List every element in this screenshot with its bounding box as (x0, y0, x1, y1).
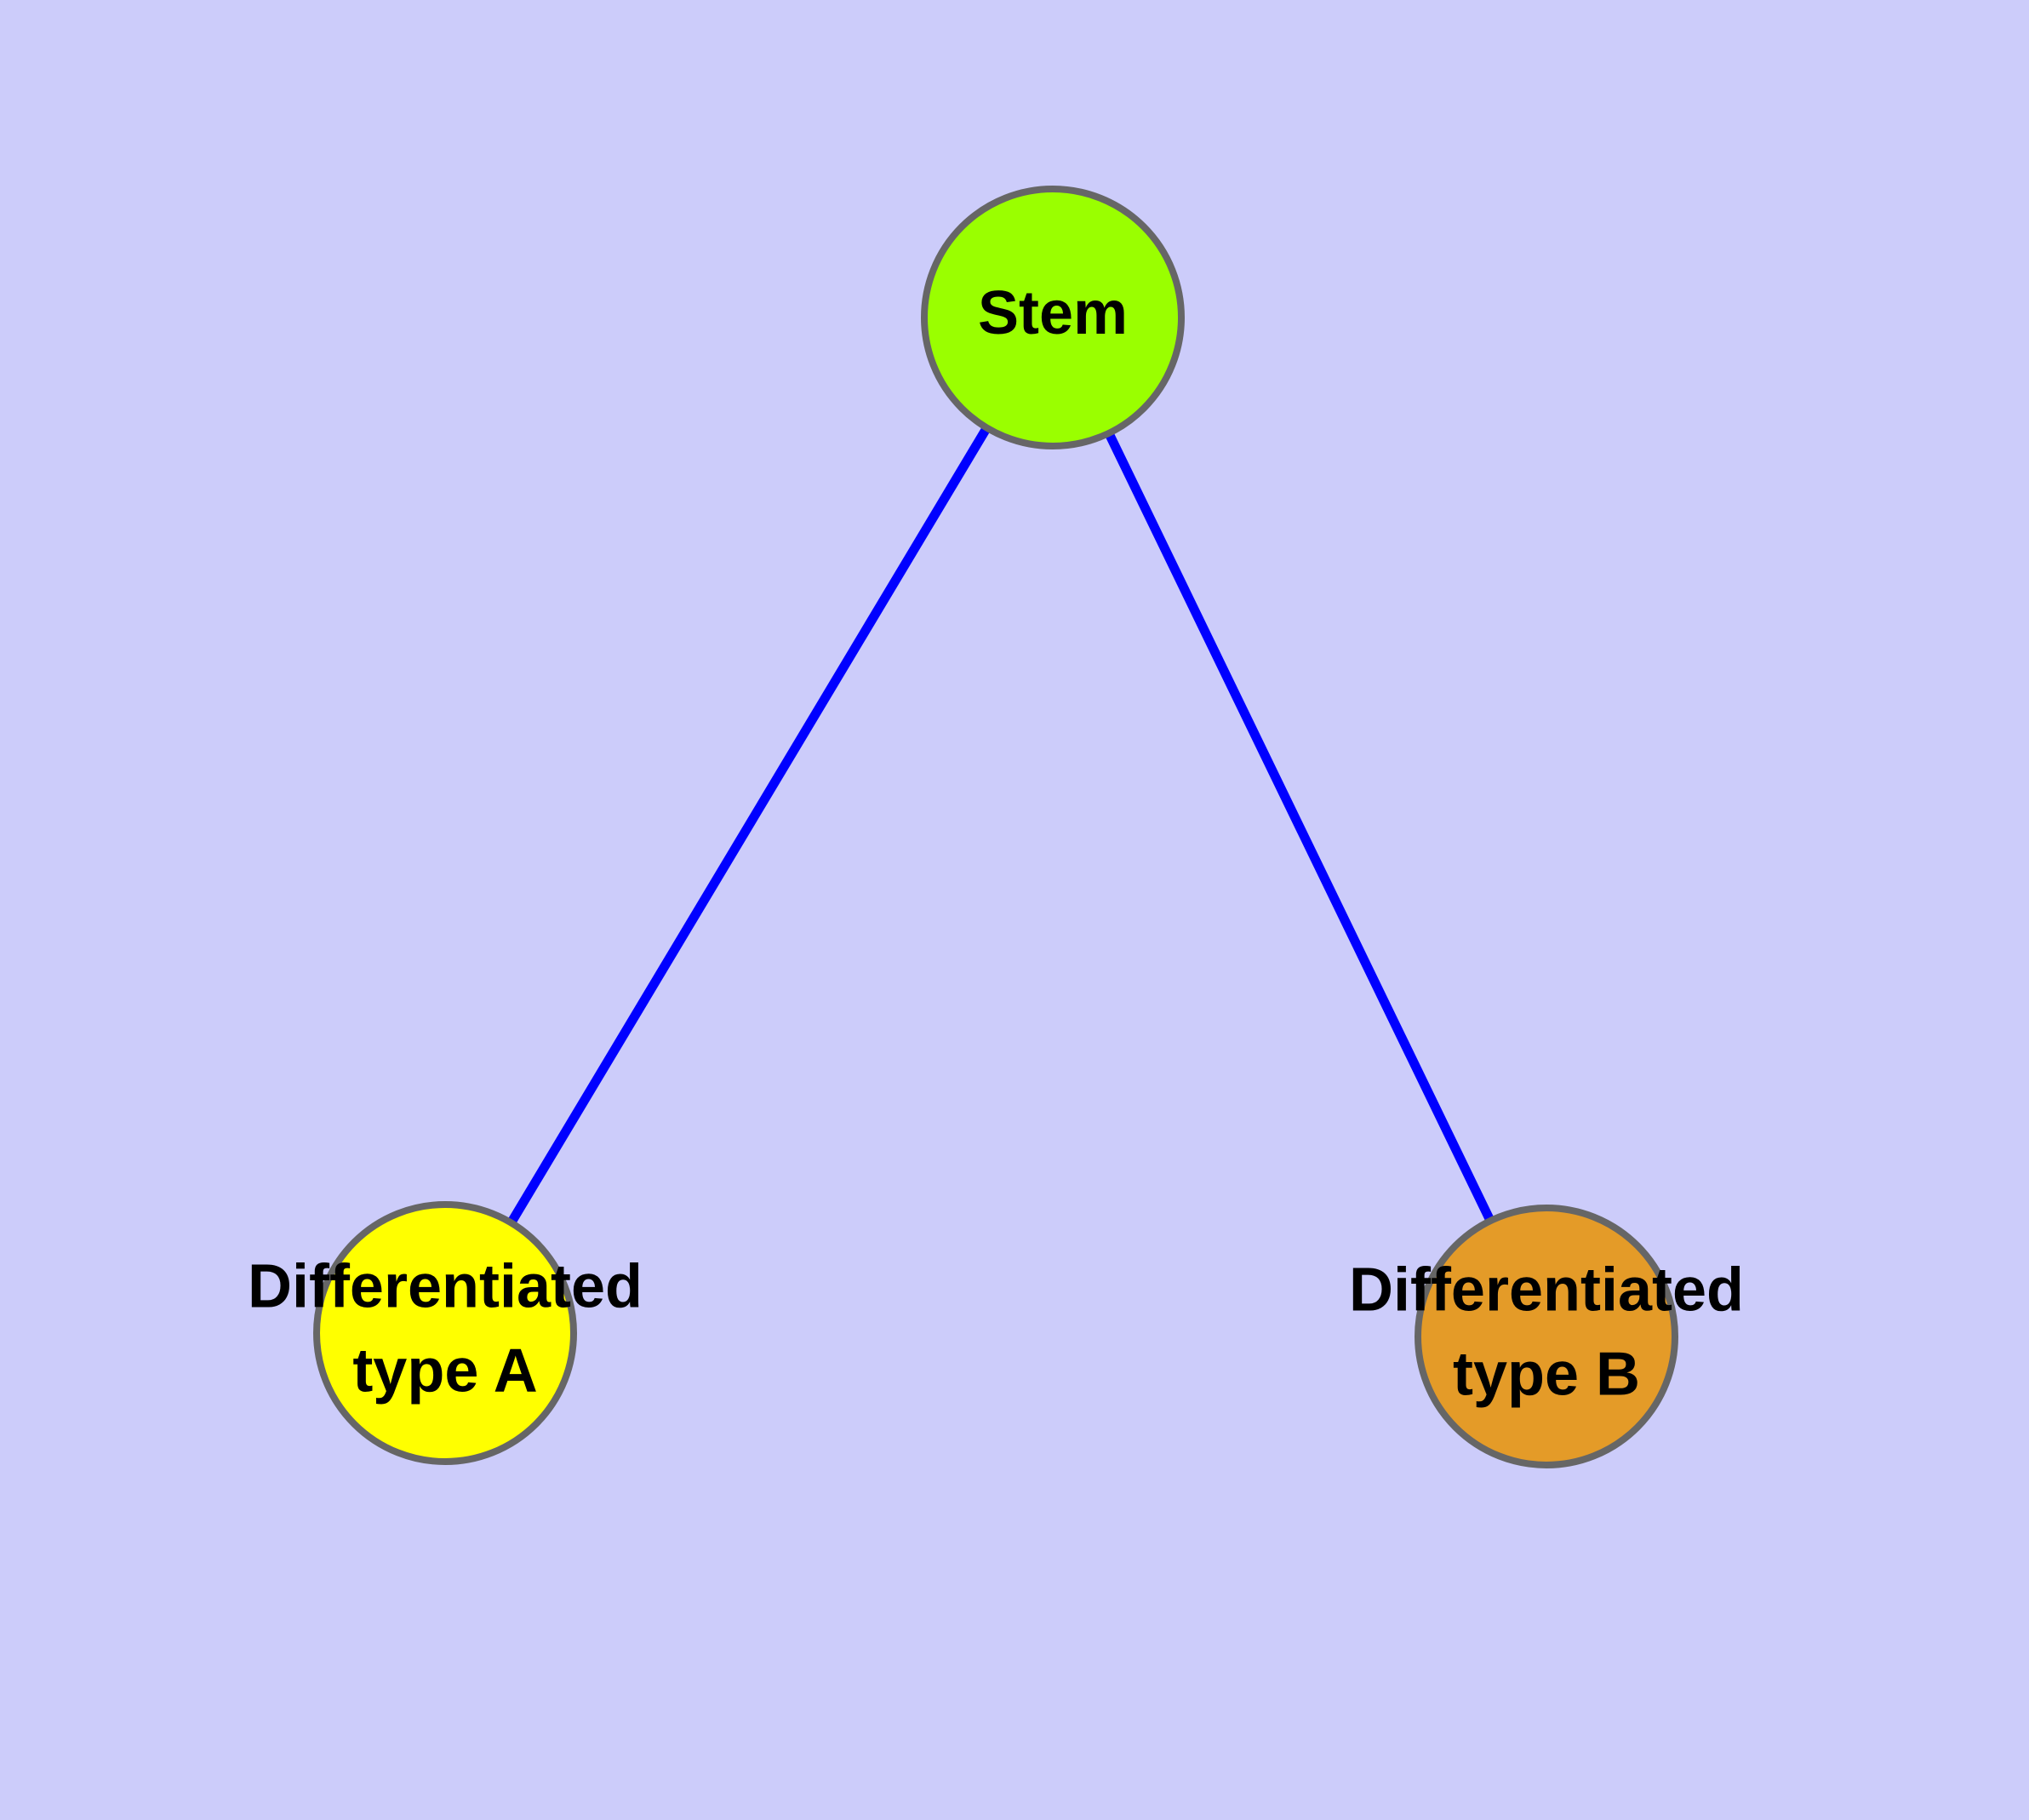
labels-layer: Stem Differentiated type A Differentiated… (248, 279, 1744, 1409)
node-stem[interactable] (921, 186, 1185, 449)
edge-stem-to-differentiated-b[interactable] (1049, 315, 1551, 1339)
node-label-line: type B (1453, 1341, 1640, 1409)
node-label-line: Differentiated (248, 1252, 643, 1320)
node-differentiated-type-b[interactable] (1415, 1205, 1678, 1468)
node-label-differentiated-type-a: Differentiated type A (248, 1252, 643, 1405)
node-label-differentiated-type-b: Differentiated type B (1349, 1256, 1744, 1408)
node-differentiated-type-a[interactable] (313, 1201, 577, 1465)
node-label-line: Stem (978, 279, 1128, 347)
edge-stem-to-differentiated-a[interactable] (441, 315, 1057, 1336)
edges-layer (441, 315, 1551, 1339)
nodes-layer (313, 186, 1678, 1468)
node-label-line: type A (352, 1337, 537, 1405)
node-label-stem: Stem (978, 279, 1128, 347)
node-label-line: Differentiated (1349, 1256, 1744, 1324)
